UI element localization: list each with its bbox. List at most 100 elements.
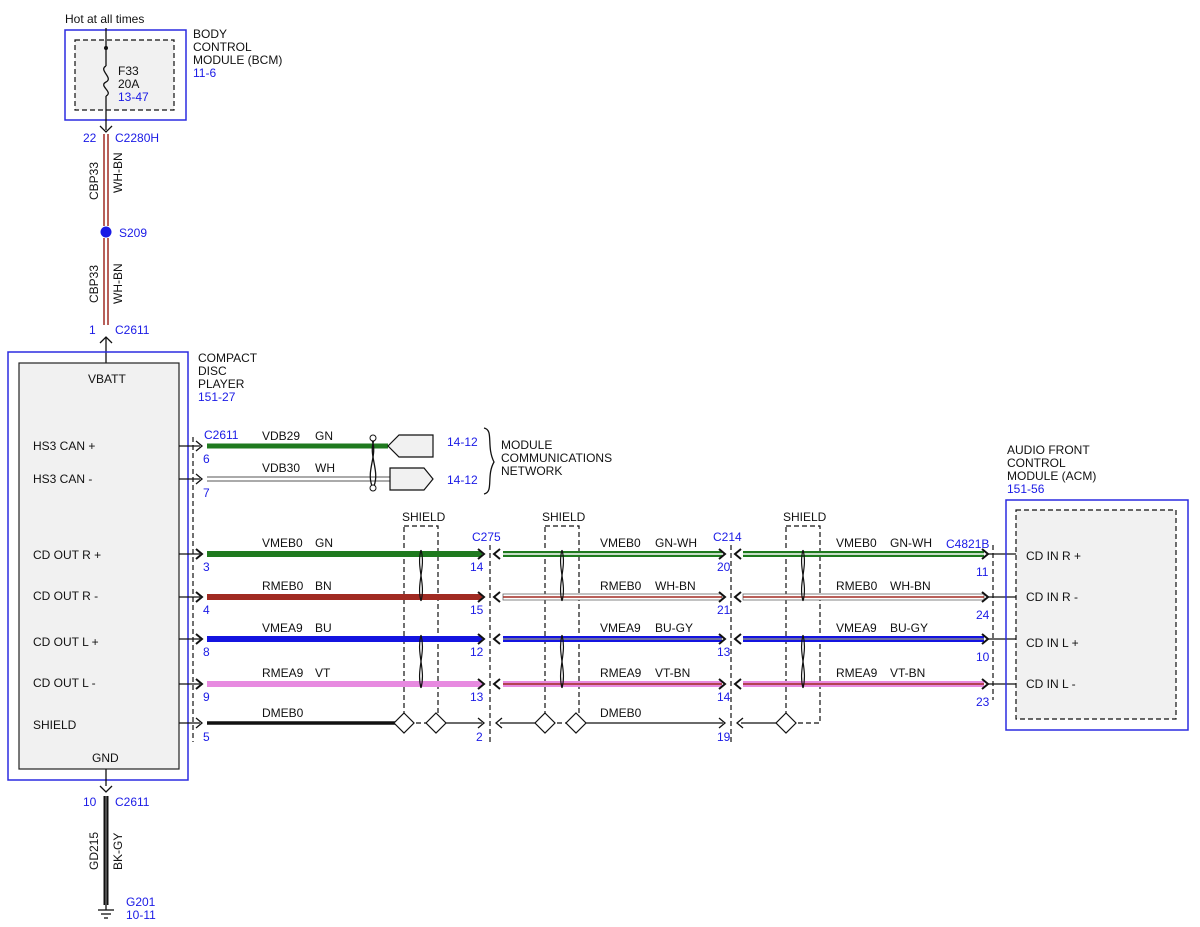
cdp-port-cd-out-l-minus: CD OUT L -	[33, 676, 96, 690]
acm-ref: 151-56	[1007, 482, 1045, 496]
audio-color-c-1: WH-BN	[890, 579, 931, 593]
cdp-ref: 151-27	[198, 390, 236, 404]
cdp-port-cd-out-r-minus: CD OUT R -	[33, 589, 98, 603]
fuse-top-node	[104, 46, 108, 50]
shield-label-1: SHIELD	[402, 510, 446, 524]
audio-chevron-a-1	[195, 591, 204, 603]
ground-ref: 10-11	[126, 908, 156, 922]
network-brace-icon	[483, 427, 495, 495]
audio-circuit-a-2: VMEA9	[262, 621, 303, 635]
acm-port-cd-in-r-minus: CD IN R -	[1026, 590, 1078, 604]
shield-enclosure-2	[544, 525, 580, 724]
bcm-section: Hot at all times BODY CONTROL MODULE (BC…	[64, 12, 282, 363]
pin-1: 1	[89, 323, 96, 337]
cdp-vbatt-label: VBATT	[88, 372, 126, 386]
audio-chevron-d-3	[718, 678, 727, 690]
can-connector-icon-2	[389, 467, 434, 491]
audio-pin-b-3: 13	[470, 690, 484, 704]
audio-pin-d-2: 10	[976, 650, 990, 664]
can-ref-2: 14-12	[447, 473, 478, 487]
cd-player-module: COMPACT DISC PLAYER 151-27 VBATT GND HS3…	[7, 351, 258, 781]
audio-chevron-c-0	[492, 548, 501, 560]
can-pin-7: 7	[203, 486, 210, 500]
drain-pin-c: 19	[717, 730, 731, 744]
audio-pin-d-3: 23	[976, 695, 990, 709]
cdp-name-line1: COMPACT	[198, 351, 258, 365]
audio-pin-d-1: 24	[976, 608, 990, 622]
cdp-port-hs3-can-minus: HS3 CAN -	[33, 472, 92, 486]
bcm-box-inner	[75, 40, 174, 110]
ground-color-bk-gy: BK-GY	[111, 833, 125, 870]
fuse-icon	[103, 65, 109, 97]
can-chevron-6	[195, 440, 204, 452]
acm-port-cd-in-r-plus: CD IN R +	[1026, 549, 1081, 563]
acm-box-dashed	[1015, 509, 1177, 720]
drain-row: 5 DMEB0 2 DMEB0 19	[179, 706, 797, 744]
audio-circuit-c-1: RMEB0	[836, 579, 878, 593]
hot-at-all-times-label: Hot at all times	[65, 12, 144, 26]
bcm-fuse-enclosure	[74, 39, 175, 111]
connector-c2611-bottom-chevron	[99, 785, 113, 793]
cdp-gnd-label: GND	[92, 751, 119, 765]
audio-circuit-c-0: VMEB0	[836, 536, 877, 550]
shield-label-2: SHIELD	[542, 510, 586, 524]
wire-vdb30	[207, 476, 390, 482]
acm-module: AUDIO FRONT CONTROL MODULE (ACM) 151-56 …	[1005, 443, 1189, 731]
audio-color-b-2: BU-GY	[655, 621, 693, 635]
circuit-cbp33-lower: CBP33	[87, 265, 101, 303]
cdp-box-outer	[7, 351, 189, 781]
fuse-rating: 20A	[118, 77, 139, 91]
connector-c2611-bottom: C2611	[115, 795, 150, 809]
audio-pin-b-0: 14	[470, 560, 484, 574]
can-pin-6: 6	[203, 452, 210, 466]
audio-color-a-1: BN	[315, 579, 332, 593]
connector-c2280h: C2280H	[115, 131, 159, 145]
audio-pin-a-1: 4	[203, 603, 210, 617]
cdp-name-line2: DISC	[198, 364, 227, 378]
audio-chevron-a-0	[195, 548, 204, 560]
twisted-pair-symbol	[369, 434, 377, 492]
audio-chevron-b-0	[477, 548, 486, 560]
twist-1-1-b	[559, 634, 565, 689]
drain-circuit-a: DMEB0	[262, 706, 304, 720]
connector-c2280h-chevron	[99, 125, 113, 133]
can-network-section: C2611 6 VDB29 GN 14-12 7 VDB30 WH 14-12 …	[179, 427, 612, 500]
audio-chevron-b-2	[477, 633, 486, 645]
audio-pin-c-1: 21	[717, 603, 731, 617]
splice-s209-dot	[100, 226, 112, 238]
audio-pin-b-1: 15	[470, 603, 484, 617]
drain-circuit-b: DMEB0	[600, 706, 642, 720]
shield-label-3: SHIELD	[783, 510, 827, 524]
ground-g201: G201	[126, 895, 156, 909]
audio-chevron-b-3	[477, 678, 486, 690]
audio-chevron-d-2	[718, 633, 727, 645]
can-chevron-7	[195, 473, 204, 485]
cdp-port-hs3-can-plus: HS3 CAN +	[33, 439, 95, 453]
bcm-ref: 11-6	[193, 66, 216, 80]
cdp-name-line3: PLAYER	[198, 377, 245, 391]
shield-drain-diamond-2	[425, 712, 447, 734]
network-label-line2: COMMUNICATIONS	[501, 451, 612, 465]
twist-2-1-b	[800, 634, 806, 689]
drain-pin-b: 2	[476, 730, 483, 744]
connector-c2611-can: C2611	[204, 428, 239, 442]
bcm-name-line3: MODULE (BCM)	[193, 53, 282, 67]
ground-section: 10 C2611 GD215 BK-GY G201 10-11	[83, 769, 156, 922]
audio-circuit-a-1: RMEB0	[262, 579, 304, 593]
audio-chevron-e-0	[733, 548, 742, 560]
audio-color-c-3: VT-BN	[890, 666, 925, 680]
audio-circuit-b-2: VMEA9	[600, 621, 641, 635]
audio-color-b-1: WH-BN	[655, 579, 696, 593]
audio-chevron-e-2	[733, 633, 742, 645]
cdp-box-inner	[18, 362, 180, 770]
audio-circuit-a-0: VMEB0	[262, 536, 303, 550]
audio-circuit-b-0: VMEB0	[600, 536, 641, 550]
audio-pin-c-2: 13	[717, 645, 731, 659]
fuse-ref: 13-47	[118, 90, 149, 104]
circuit-cbp33-upper: CBP33	[87, 162, 101, 200]
acm-name-line1: AUDIO FRONT	[1007, 443, 1090, 457]
audio-pin-c-0: 20	[717, 560, 731, 574]
can-circuit-vdb29: VDB29	[262, 429, 300, 443]
audio-color-c-2: BU-GY	[890, 621, 928, 635]
